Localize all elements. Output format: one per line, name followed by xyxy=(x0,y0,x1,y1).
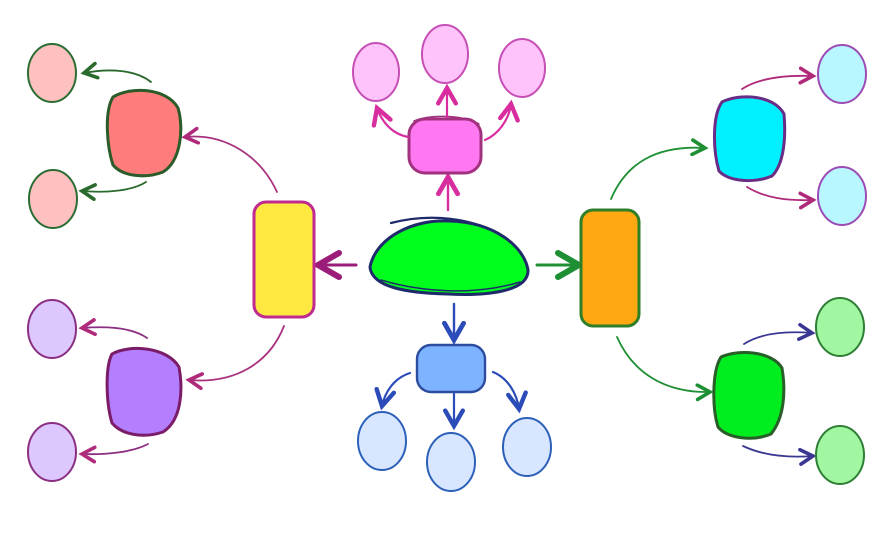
right-upper-arrow xyxy=(610,148,705,200)
right-lower-arrow xyxy=(616,336,710,392)
top-leaf-right xyxy=(498,38,546,98)
right-lower-leaf-arrow-bottom xyxy=(742,445,813,457)
top-leaf-arrow-left xyxy=(377,108,410,139)
left-lower-leaf-arrow-bottom xyxy=(82,443,149,454)
left-lower-leaf-top xyxy=(27,299,77,359)
right-upper-leaf-bottom xyxy=(817,166,867,226)
right-upper-leaf-arrow-top xyxy=(741,76,813,90)
bottom-branch xyxy=(357,302,552,492)
right-lower-leaf-bottom xyxy=(815,425,865,485)
bottom-leaf-right xyxy=(502,417,552,477)
bottom-node xyxy=(415,343,487,394)
top-node xyxy=(407,117,483,175)
bottom-leaf-arrow-right xyxy=(491,370,519,409)
left-upper-node xyxy=(105,88,183,178)
left-node xyxy=(252,200,316,319)
bottom-leaf-left xyxy=(357,411,407,471)
central-node xyxy=(368,216,530,296)
left-upper-leaf-arrow-bottom xyxy=(82,181,147,192)
left-lower-node xyxy=(105,346,183,437)
left-lower-leaf-bottom xyxy=(27,422,77,482)
left-upper-leaf-top xyxy=(27,43,77,103)
top-leaf-arrow-right xyxy=(483,104,511,142)
left-upper-leaf-bottom xyxy=(28,169,78,229)
right-branch xyxy=(535,44,867,485)
top-leaf-left xyxy=(352,42,400,102)
left-upper-arrow xyxy=(185,137,278,193)
right-upper-leaf-top xyxy=(817,44,867,104)
top-leaf-center xyxy=(421,24,469,84)
bottom-leaf-arrow-left xyxy=(382,371,412,406)
left-lower-arrow xyxy=(189,325,285,381)
right-upper-node xyxy=(712,95,787,183)
right-lower-leaf-arrow-top xyxy=(743,332,812,345)
left-lower-leaf-arrow-top xyxy=(82,327,148,339)
right-node xyxy=(579,208,641,328)
left-branch xyxy=(27,43,358,482)
top-branch xyxy=(352,24,546,212)
right-upper-leaf-arrow-bottom xyxy=(746,186,813,200)
right-lower-node xyxy=(712,351,786,440)
right-lower-leaf-top xyxy=(815,297,865,357)
left-upper-leaf-arrow-top xyxy=(84,70,152,83)
bottom-leaf-center xyxy=(426,432,476,492)
